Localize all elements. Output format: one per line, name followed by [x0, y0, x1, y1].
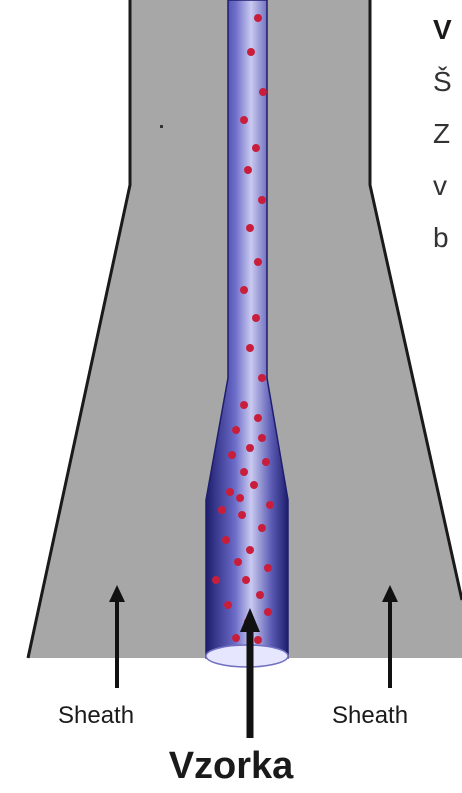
particle	[254, 14, 262, 22]
particle	[228, 451, 236, 459]
side-text-line-2: Š	[433, 68, 452, 96]
particle	[258, 524, 266, 532]
side-text-line-1: V	[433, 16, 452, 44]
particle	[240, 468, 248, 476]
particle	[264, 608, 272, 616]
particle	[240, 401, 248, 409]
particle	[222, 536, 230, 544]
particle	[264, 564, 272, 572]
particle	[246, 224, 254, 232]
particle	[259, 88, 267, 96]
particle	[218, 506, 226, 514]
particle	[246, 546, 254, 554]
particle	[258, 434, 266, 442]
sheath-label-right: Sheath	[332, 702, 408, 730]
particle	[238, 511, 246, 519]
particle	[224, 601, 232, 609]
particle	[258, 374, 266, 382]
sample-arrow	[240, 608, 260, 738]
particle	[226, 488, 234, 496]
side-text-line-3: Z	[433, 120, 450, 148]
particle	[232, 634, 240, 642]
particle	[266, 501, 274, 509]
particle	[252, 144, 260, 152]
particle	[232, 426, 240, 434]
particle	[240, 116, 248, 124]
particle	[252, 314, 260, 322]
sheath-label-left: Sheath	[58, 702, 134, 730]
stray-mark	[160, 125, 163, 128]
particle	[254, 414, 262, 422]
particle	[247, 48, 255, 56]
particle	[258, 196, 266, 204]
particle	[254, 258, 262, 266]
particle	[250, 481, 258, 489]
particle	[254, 636, 262, 644]
particle	[256, 591, 264, 599]
particle	[240, 286, 248, 294]
particle	[262, 458, 270, 466]
particle	[236, 494, 244, 502]
particle	[234, 558, 242, 566]
sample-label: Vzorka	[0, 745, 462, 788]
side-text-line-4: v	[433, 172, 447, 200]
side-text-line-5: b	[433, 224, 449, 252]
particle	[246, 444, 254, 452]
particle	[246, 344, 254, 352]
particle	[212, 576, 220, 584]
particle	[242, 576, 250, 584]
particle	[244, 166, 252, 174]
